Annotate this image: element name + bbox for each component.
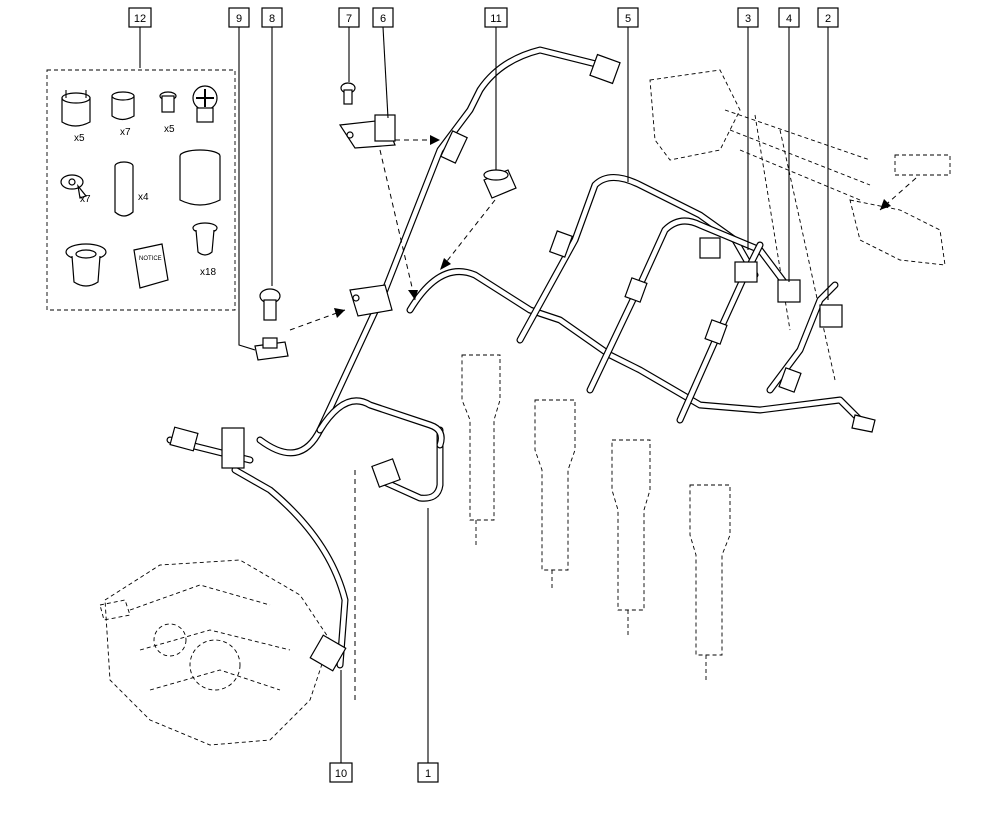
sleeve-large-part [179,149,221,206]
clip-flag-part: x7 [60,174,91,205]
pipe-to-pump [166,436,349,669]
callout-5-label: 5 [625,13,631,25]
assembly-arrows [289,135,917,700]
callout-9-label: 9 [236,13,242,25]
bracket-6 [338,114,396,149]
qty-clip-flag: x7 [80,194,91,205]
callout-12: 12 [128,7,152,28]
callout-11-label: 11 [490,13,501,25]
callout-11: 11 [484,7,508,28]
injector-3 [611,439,651,635]
grommet-small-part: x18 [192,222,218,278]
callout-9: 9 [228,7,250,28]
grommet-large-part [65,243,107,287]
callout-leaders [139,26,829,763]
sleeve-long-part: x4 [114,161,149,217]
fittings [169,53,876,672]
screw-small-part: x5 [159,91,177,135]
sleeve-11 [483,169,517,199]
cap-medium-part: x7 [111,91,135,138]
qty-sleeve-long: x4 [138,192,149,203]
callout-1: 1 [417,762,439,783]
injector-1 [461,354,501,545]
callout-7: 7 [338,7,360,28]
qty-grommet-small: x18 [200,267,217,278]
injector-2 [534,399,576,590]
callout-8-label: 8 [269,13,275,25]
plug-cross-part [192,85,218,123]
callout-7-label: 7 [346,13,352,25]
pipe-upper-long [256,46,604,457]
callout-3: 3 [737,7,759,28]
clip-mid [349,284,393,317]
callout-8: 8 [261,7,283,28]
callout-5: 5 [617,7,639,28]
callout-6-label: 6 [380,13,386,25]
callout-10-label: 10 [335,768,347,780]
callout-3-label: 3 [745,13,751,25]
callout-2-label: 2 [825,13,831,25]
callout-4: 4 [778,7,800,28]
nut-9 [254,337,289,361]
bolt-8 [259,288,281,321]
pipe-return-main [376,426,444,502]
pipe-leak-off [406,268,864,424]
qty-cap-large: x5 [74,133,85,144]
callout-10: 10 [329,762,353,783]
callout-2: 2 [817,7,839,28]
qty-screw-small: x5 [164,124,175,135]
notice-booklet: NOTICE [133,243,169,289]
kit-panel: x5 x7 x5 x7 x4 [46,69,236,311]
cap-large-part: x5 [61,90,91,144]
rail-ghost [649,69,951,381]
callout-12-label: 12 [134,13,146,25]
qty-cap-medium: x7 [120,127,131,138]
notice-label: NOTICE [139,256,162,262]
pump-ghost [99,559,331,746]
injector-4 [689,484,731,680]
callout-1-label: 1 [425,768,431,780]
screw-7 [340,82,356,105]
callout-6: 6 [372,7,394,28]
callout-4-label: 4 [786,13,792,25]
